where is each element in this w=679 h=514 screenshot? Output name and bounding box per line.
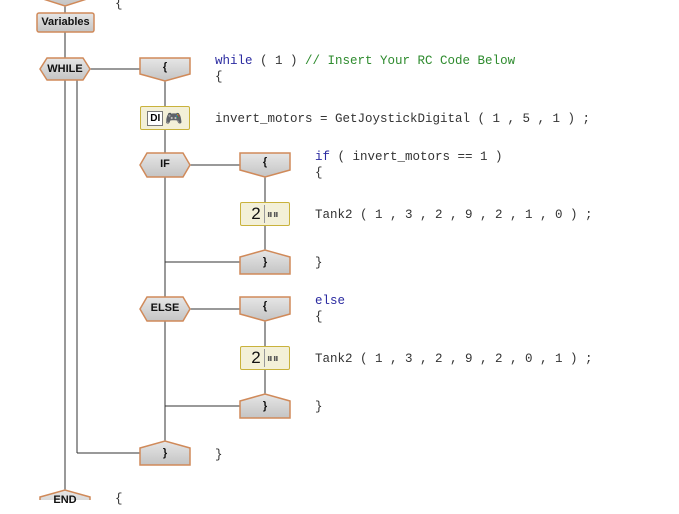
if-block-label[interactable]: IF xyxy=(140,153,190,177)
motors-icon: ⏸⏸ xyxy=(266,206,279,221)
brace-label: { xyxy=(262,300,268,312)
variables-block-label[interactable]: Variables xyxy=(37,13,94,37)
if-condition: ( invert_motors == 1 ) xyxy=(330,150,503,164)
else-close-label[interactable]: } xyxy=(240,394,290,418)
end-block-label[interactable]: END xyxy=(40,490,90,514)
while-label: WHILE xyxy=(47,63,83,75)
if-label: IF xyxy=(160,158,170,170)
motors-icon: ⏸⏸ xyxy=(266,350,279,365)
flowchart-connectors xyxy=(36,0,291,500)
di-label: DI xyxy=(147,110,164,126)
joystick-digital-block[interactable]: DI🎮 xyxy=(140,106,190,130)
code-tank-if: Tank2 ( 1 , 3 , 2 , 9 , 2 , 1 , 0 ) ; xyxy=(315,208,593,222)
code-while-open: { xyxy=(215,70,223,84)
else-block-label[interactable]: ELSE xyxy=(140,297,190,321)
brace-label: } xyxy=(262,400,268,412)
code-invert-line: invert_motors = GetJoystickDigital ( 1 ,… xyxy=(215,112,591,126)
code-tank-else: Tank2 ( 1 , 3 , 2 , 9 , 2 , 0 , 1 ) ; xyxy=(315,352,593,366)
variables-label: Variables xyxy=(41,16,90,28)
if-open-label[interactable]: { xyxy=(240,153,290,177)
while-condition: ( 1 ) xyxy=(252,54,306,68)
if-close-label[interactable]: } xyxy=(240,250,290,274)
code-bottom-brace: { xyxy=(115,492,123,506)
else-close-block xyxy=(239,393,291,419)
code-else-close: } xyxy=(315,400,323,414)
top-open-brace-block xyxy=(43,0,87,7)
code-while-close: } xyxy=(215,448,223,462)
brace-label: } xyxy=(262,256,268,268)
tank2-block-if[interactable]: 2⏸⏸ xyxy=(240,202,290,226)
brace-label: { xyxy=(262,156,268,168)
gamepad-icon: 🎮 xyxy=(165,109,183,126)
while-open-label[interactable]: { xyxy=(140,58,190,82)
while-block xyxy=(39,57,91,81)
keyword-if: if xyxy=(315,150,331,164)
if-block xyxy=(139,152,191,178)
while-block-label[interactable]: WHILE xyxy=(40,58,90,82)
code-comment: // Insert Your RC Code Below xyxy=(305,54,516,68)
else-open-label[interactable]: { xyxy=(240,297,290,321)
code-if-close: } xyxy=(315,256,323,270)
else-open-block xyxy=(239,296,291,322)
code-if-open: { xyxy=(315,166,323,180)
end-label: END xyxy=(53,494,77,506)
else-label: ELSE xyxy=(150,302,180,314)
while-open-block xyxy=(139,57,191,82)
brace-label: } xyxy=(162,447,168,459)
tank2-block-else[interactable]: 2⏸⏸ xyxy=(240,346,290,370)
while-close-label[interactable]: } xyxy=(140,441,190,465)
code-else-line: else xyxy=(315,294,346,308)
end-block xyxy=(39,489,91,500)
keyword-while: while xyxy=(215,54,253,68)
if-close-block xyxy=(239,249,291,275)
brace-label: { xyxy=(162,61,168,73)
else-block xyxy=(139,296,191,322)
code-else-open: { xyxy=(315,310,323,324)
variables-block xyxy=(36,12,95,33)
while-close-block xyxy=(139,440,191,466)
code-top-brace: { xyxy=(115,0,123,11)
code-if-line: if ( invert_motors == 1 ) xyxy=(315,150,503,164)
tank-number: 2 xyxy=(251,349,265,367)
code-while-line: while ( 1 ) // Insert Your RC Code Below xyxy=(215,54,515,68)
if-open-block xyxy=(239,152,291,178)
tank-number: 2 xyxy=(251,205,265,223)
